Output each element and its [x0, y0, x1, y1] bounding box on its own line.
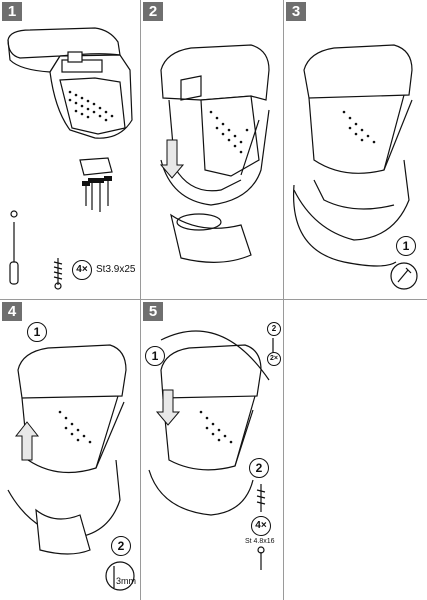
step-5-badge: 5 — [143, 302, 163, 321]
quantity-badge: 4× — [72, 260, 92, 280]
divider-vertical-2 — [283, 0, 284, 600]
step-3-panel: 3 1 — [284, 0, 427, 299]
step-4-callout-bottom: 2 — [111, 536, 131, 556]
step-1-panel: 1 — [0, 0, 140, 299]
drill-bit-icon — [105, 561, 135, 591]
divider-vertical-1 — [140, 0, 141, 600]
step-5-side-callout-mid: 2× — [267, 352, 281, 366]
screwdriver-icon — [9, 210, 19, 285]
screw-icon — [256, 484, 266, 570]
step-4-badge: 4 — [2, 302, 22, 321]
step-4-panel: 4 1 2 3mm — [0, 300, 140, 600]
step-2-badge: 2 — [143, 2, 163, 21]
step-5-side-callout-top: 2 — [267, 322, 281, 336]
screw-icon — [53, 258, 63, 290]
arrow-up-icon — [14, 421, 40, 461]
armrest-install-drawing-step-4 — [7, 344, 135, 591]
step-1-badge: 1 — [2, 2, 22, 21]
step-2-panel: 2 — [141, 0, 283, 299]
armrest-install-drawing-step-3 — [292, 44, 418, 290]
step-3-badge: 3 — [286, 2, 306, 21]
step-5-panel: 5 — [141, 300, 283, 600]
step-4-callout-top: 1 — [27, 322, 47, 342]
step-5-quantity-badge: 4× — [251, 516, 271, 536]
screw-spec-label: St3.9x25 — [96, 264, 136, 275]
step-5-callout-left: 1 — [145, 346, 165, 366]
step-3-callout: 1 — [396, 236, 416, 256]
divider-horizontal — [0, 299, 427, 300]
arrow-down-icon — [155, 389, 181, 426]
screwdriver-tool-icon — [390, 262, 418, 290]
arrow-down-icon — [159, 139, 185, 179]
step-5-screw-spec-label: St 4.8x16 — [245, 538, 275, 545]
step-5-callout-right: 2 — [249, 458, 269, 478]
drill-size-label: 3mm — [116, 576, 136, 586]
armrest-install-drawing-step-5 — [148, 330, 274, 570]
armrest-exploded-drawing — [7, 27, 133, 290]
armrest-install-drawing-step-2 — [159, 44, 270, 263]
